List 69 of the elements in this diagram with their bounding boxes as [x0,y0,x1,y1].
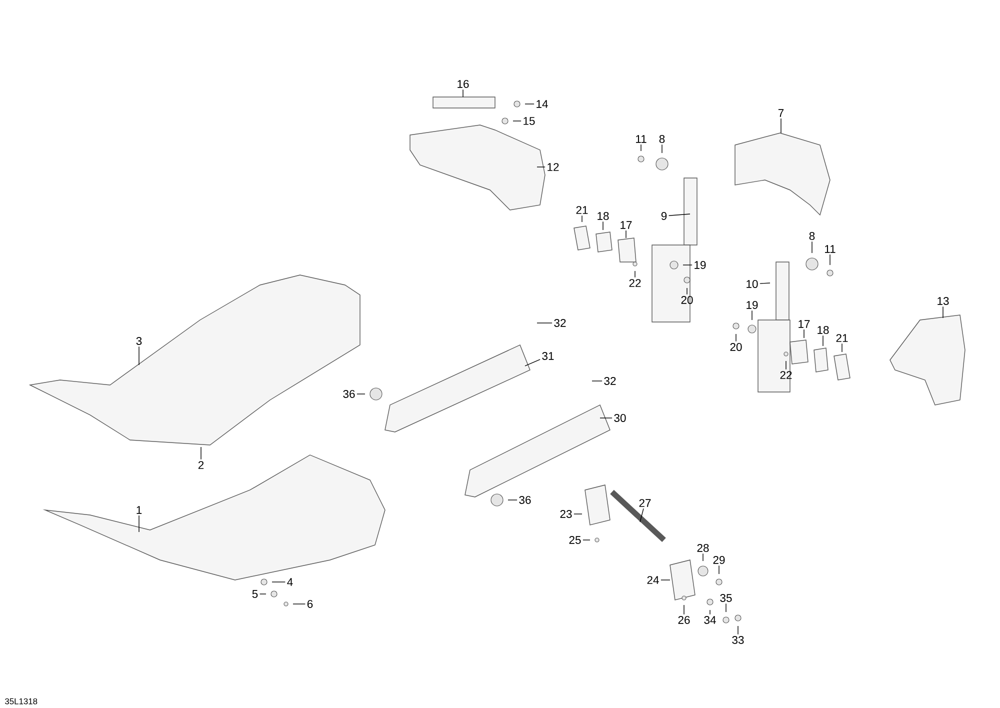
callout-number: 34 [704,616,716,624]
leader-line [200,446,202,460]
callout-number: 35 [720,594,732,602]
callout-number: 11 [636,135,646,143]
leader-line [138,346,140,366]
callout-number: 36 [343,390,355,398]
callout-number: 23 [560,510,572,518]
callout-number: 8 [659,135,665,143]
callout-number: 11 [825,245,836,253]
callout-number: 25 [569,536,581,544]
callout-number: 16 [458,80,469,88]
callout-number: 27 [639,499,651,507]
callout-number: 26 [678,616,690,624]
leader-line [138,515,140,532]
callout-number: 17 [798,320,810,328]
leader-line [682,264,692,266]
callout-number: 6 [307,600,313,608]
callout-number: 18 [598,212,609,220]
callout-number: 32 [554,319,566,327]
leader-line [536,322,552,324]
leader-line [718,565,720,574]
callout-number: 36 [519,496,531,504]
leader-line [760,282,770,284]
callout-number: 17 [620,221,632,229]
callout-number: 2 [198,461,204,469]
leader-line [640,144,642,152]
leader-line [942,306,944,318]
callout-number: 13 [938,297,949,305]
callout-number: 9 [661,212,667,220]
leader-line [822,335,824,346]
callout-number: 8 [809,232,815,240]
callout-number: 20 [681,296,693,304]
callout-number: 14 [536,100,548,108]
leader-line [686,288,688,295]
callout-number: 24 [647,576,659,584]
leader-line [702,553,704,562]
leader-line [512,120,522,122]
leader-line [602,221,604,230]
callout-number: 20 [730,343,742,351]
callout-number: 18 [818,326,829,334]
callout-number: 30 [614,414,626,422]
callout-number: 32 [604,377,616,385]
leader-line [780,118,782,134]
leader-line [524,359,540,366]
callout-number: 15 [524,117,535,125]
callout-number: 5 [252,590,258,598]
leader-line [668,214,690,216]
leader-line [634,270,636,278]
callout-number: 19 [746,301,758,309]
callout-number: 28 [697,544,709,552]
drawing-number: 35L1318 [5,698,38,704]
callout-number: 33 [732,636,744,644]
callout-number: 22 [780,371,792,379]
callout-number: 29 [713,556,725,564]
leader-line [536,166,546,168]
callout-number: 4 [287,578,293,586]
callout-number: 22 [629,279,641,287]
leader-line [640,508,644,522]
callout-number: 3 [136,337,142,345]
callout-number: 7 [778,109,784,117]
callout-number: 31 [542,352,554,360]
callout-number: 10 [746,280,758,288]
leader-line [592,380,602,382]
callout-number: 1 [136,506,142,514]
callout-number: 12 [548,163,559,171]
callout-number: 21 [836,334,848,342]
callout-number: 19 [694,261,706,269]
leader-line [462,89,464,98]
callout-number: 21 [576,206,588,214]
